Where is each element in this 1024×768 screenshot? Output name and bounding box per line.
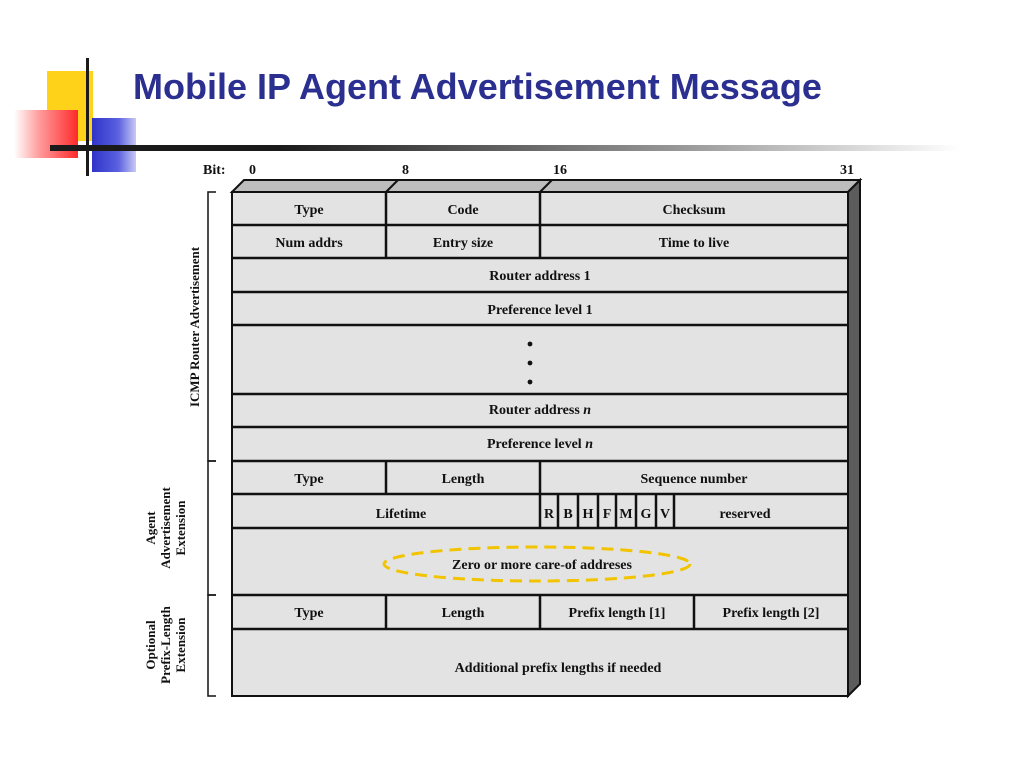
svg-text:Prefix-Length: Prefix-Length	[158, 605, 173, 684]
title-underline	[50, 145, 960, 151]
prefix-length-2: Prefix length [2]	[723, 606, 820, 621]
ext-length: Length	[442, 472, 485, 487]
flag-r: R	[544, 507, 555, 522]
field-entry-size: Entry size	[433, 236, 493, 251]
ext-care-of-addresses: Zero or more care-of addreses	[452, 558, 632, 573]
frame-divider-16	[539, 179, 553, 193]
field-num-addrs: Num addrs	[275, 236, 343, 251]
additional-prefix-lengths: Additional prefix lengths if needed	[455, 661, 662, 676]
svg-text:Extension: Extension	[173, 500, 188, 556]
prefix-ext-length: Length	[442, 606, 485, 621]
flag-v: V	[660, 507, 670, 522]
vertical-line-decoration	[86, 58, 89, 176]
ext-reserved: reserved	[719, 507, 770, 522]
field-router-address-1: Router address 1	[489, 269, 590, 284]
slide-title: Mobile IP Agent Advertisement Message	[133, 66, 822, 107]
frame-side-face	[847, 177, 861, 699]
bit-mark-31: 31	[840, 163, 854, 178]
bit-ruler-label: Bit:	[203, 163, 226, 178]
bit-mark-8: 8	[402, 163, 409, 178]
ext-sequence-number: Sequence number	[641, 472, 748, 487]
flag-g: G	[641, 507, 652, 522]
section-label-icmp: ICMP Router Advertisement	[187, 246, 202, 407]
field-router-address-n: Router address n	[489, 403, 591, 418]
flag-h: H	[583, 507, 594, 522]
field-preference-level-1: Preference level 1	[487, 303, 592, 318]
flag-m: M	[619, 507, 632, 522]
svg-text:Agent: Agent	[143, 511, 158, 545]
svg-text:Advertisement: Advertisement	[158, 487, 173, 569]
flag-b: B	[563, 507, 572, 522]
field-type: Type	[294, 203, 323, 218]
bit-mark-16: 16	[553, 163, 567, 178]
section-brackets	[207, 191, 216, 697]
ellipsis-dots	[527, 341, 533, 385]
field-time-to-live: Time to live	[659, 236, 730, 251]
frame-divider-8	[385, 179, 399, 193]
prefix-ext-type: Type	[294, 606, 323, 621]
section-label-agent-extension: Agent Advertisement Extension	[143, 487, 188, 569]
ext-type: Type	[294, 472, 323, 487]
field-code: Code	[447, 203, 478, 218]
field-preference-level-n: Preference level n	[487, 437, 593, 452]
section-label-prefix-extension: Optional Prefix-Length Extension	[143, 605, 188, 684]
svg-text:Optional: Optional	[143, 620, 158, 670]
bit-mark-0: 0	[249, 163, 256, 178]
svg-text:Extension: Extension	[173, 617, 188, 673]
prefix-length-1: Prefix length [1]	[569, 606, 666, 621]
flag-f: F	[603, 507, 612, 522]
highlight-ellipse	[382, 545, 692, 583]
column-separators	[384, 192, 696, 629]
ext-lifetime: Lifetime	[376, 507, 427, 522]
field-checksum: Checksum	[662, 203, 725, 218]
